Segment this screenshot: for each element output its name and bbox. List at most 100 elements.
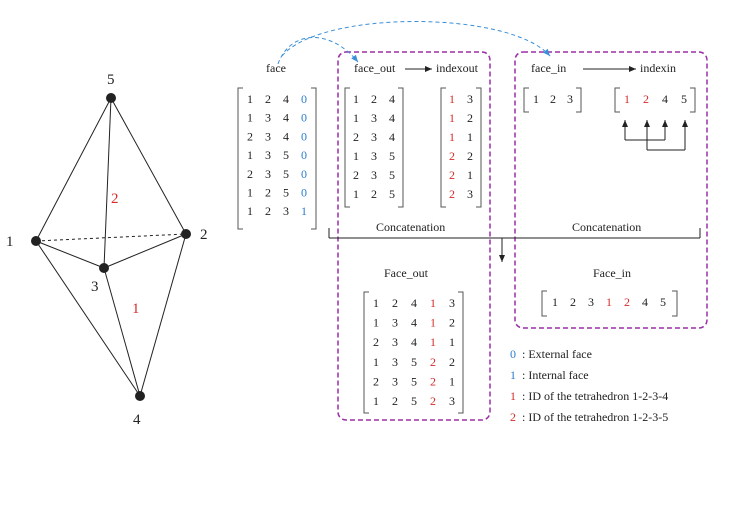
matrix-cell: 4: [411, 316, 417, 330]
face-out-group-box: [337, 51, 491, 421]
matrix-cell: 2: [449, 187, 455, 201]
arrow-face-to-face-in: [281, 21, 551, 57]
legend-text: : ID of the tetrahedron 1-2-3-4: [522, 389, 668, 403]
edge-5-2: [110, 97, 187, 235]
matrix-cell: 5: [389, 187, 395, 201]
vertex-1: [31, 236, 41, 246]
legend-symbol: 0: [510, 347, 516, 361]
matrix-cell: 5: [283, 167, 289, 181]
matrix-cell: 0: [301, 148, 307, 162]
matrix-cell: 0: [301, 167, 307, 181]
header-indexout: indexout: [436, 61, 479, 75]
matrix-cell: 5: [660, 295, 666, 309]
matrix-cell: 2: [371, 187, 377, 201]
header-Face-in: Face_in: [593, 266, 631, 280]
matrix-cell: 3: [567, 92, 573, 106]
matrix-cell: 3: [371, 130, 377, 144]
matrix-cell: 3: [392, 316, 398, 330]
concatenation-bracket: [328, 228, 701, 262]
matrix-cell: 1: [301, 204, 307, 218]
matrix-cell: 2: [624, 295, 630, 309]
matrix-bracket: [440, 87, 482, 208]
vertex-label-1: 1: [6, 234, 14, 250]
matrix-cell: 5: [411, 394, 417, 408]
legend-symbol: 2: [510, 410, 516, 424]
matrix-cell: 1: [430, 335, 436, 349]
matrix-cell: 1: [247, 111, 253, 125]
header-face-in: face_in: [531, 61, 566, 75]
matrix-cell: 1: [552, 295, 558, 309]
matrix-cell: 1: [449, 374, 455, 388]
matrix-cell: 1: [247, 92, 253, 106]
matrix-cell: 2: [247, 167, 253, 181]
matrix-bracket: [523, 87, 582, 113]
edge-2-4: [139, 233, 187, 397]
header-indexin: indexin: [640, 61, 676, 75]
matrix-cell: 1: [606, 295, 612, 309]
matrix-cell: 1: [467, 168, 473, 182]
matrix-cell: 2: [449, 316, 455, 330]
matrix-cell: 2: [371, 92, 377, 106]
legend-text: : ID of the tetrahedron 1-2-3-5: [522, 410, 668, 424]
vertex-label-5: 5: [107, 72, 115, 88]
indexin-reorder-arrows: [622, 120, 688, 151]
matrix-cell: 2: [643, 92, 649, 106]
arrow-face-to-face-out: [277, 37, 359, 65]
matrix-cell: 2: [265, 186, 271, 200]
matrix-cell: 1: [353, 149, 359, 163]
matrix-cell: 2: [430, 374, 436, 388]
vertex-label-2: 2: [200, 227, 208, 243]
vertex-label-3: 3: [91, 279, 99, 295]
matrix-cell: 1: [247, 186, 253, 200]
tetrahedron: 5 1 2 3 4 2 1: [6, 72, 208, 428]
matrix-cell: 3: [449, 296, 455, 310]
matrix-cell: 1: [353, 187, 359, 201]
matrix-cell: 2: [570, 295, 576, 309]
matrix-cell: 3: [392, 355, 398, 369]
matrix-bracket: [614, 87, 696, 113]
legend-symbol: 1: [510, 389, 516, 403]
matrix-cell: 4: [389, 92, 395, 106]
vertex-2: [181, 229, 191, 239]
matrix-cell: 4: [411, 296, 417, 310]
matrix-cell: 1: [373, 316, 379, 330]
matrix-cell: 3: [283, 204, 289, 218]
matrix-cell: 1: [449, 92, 455, 106]
matrix-cell: 2: [353, 168, 359, 182]
matrix-cell: 1: [430, 316, 436, 330]
edge-1-2-hidden: [35, 233, 187, 242]
matrix-cell: 3: [371, 168, 377, 182]
matrix-bracket: [363, 291, 464, 414]
vertex-4: [135, 391, 145, 401]
matrix-bracket: [237, 87, 317, 230]
matrix-cell: 2: [550, 92, 556, 106]
matrix-cell: 2: [373, 374, 379, 388]
concat-right-label: Concatenation: [572, 220, 641, 234]
matrix-cell: 5: [411, 355, 417, 369]
edge-3-4: [103, 267, 141, 397]
matrix-cell: 0: [301, 92, 307, 106]
matrix-cell: 4: [662, 92, 668, 106]
matrix-cell: 3: [467, 92, 473, 106]
edge-1-4: [35, 240, 141, 397]
matrix-cell: 2: [392, 296, 398, 310]
matrix-cell: 3: [265, 111, 271, 125]
legend-text: : Internal face: [522, 368, 589, 382]
legend-text: : External face: [522, 347, 592, 361]
matrix-cell: 1: [247, 204, 253, 218]
matrix-cell: 2: [373, 335, 379, 349]
matrix-bracket: [541, 290, 678, 317]
matrix-cell: 1: [247, 148, 253, 162]
header-face-out: face_out: [354, 61, 396, 75]
matrix-cell: 0: [301, 111, 307, 125]
concat-left-label: Concatenation: [376, 220, 445, 234]
matrix-cell: 3: [588, 295, 594, 309]
matrix-cell: 2: [353, 130, 359, 144]
matrix-cell: 5: [389, 168, 395, 182]
vertex-5: [106, 93, 116, 103]
